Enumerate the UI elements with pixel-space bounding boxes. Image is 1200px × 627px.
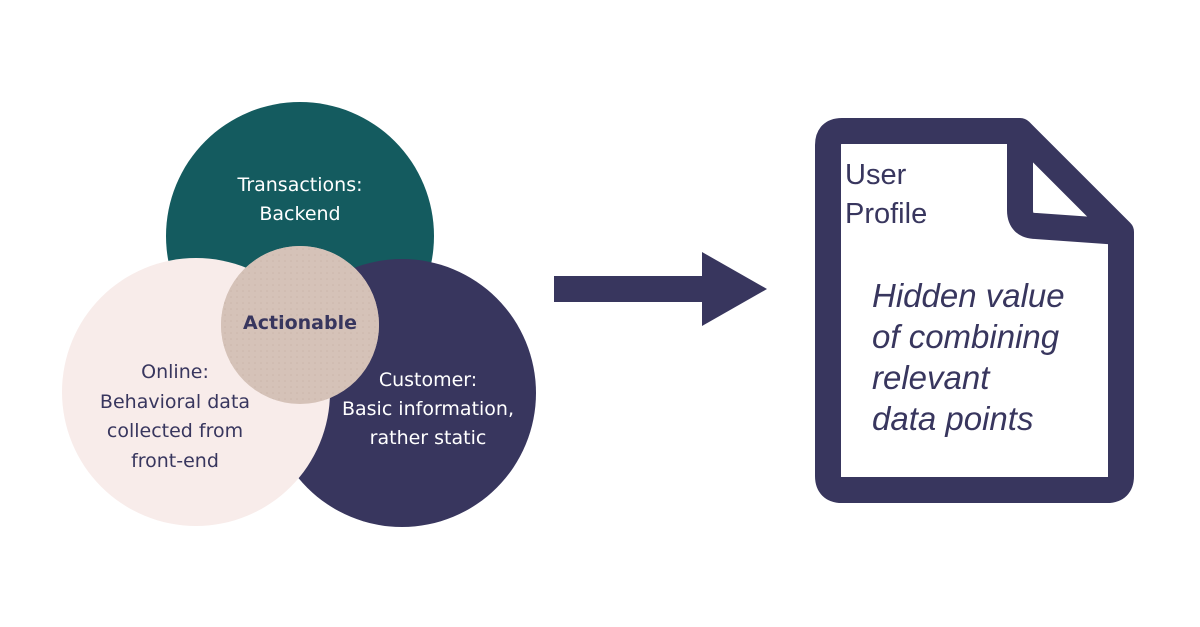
document-title-line1: User	[845, 159, 907, 191]
online-label-line4: front-end	[131, 450, 219, 472]
document-body-line4: data points	[872, 400, 1033, 437]
document-body-line1: Hidden value	[872, 277, 1065, 314]
document-body-line2: of combining	[872, 318, 1060, 355]
customer-label-line3: rather static	[370, 427, 487, 449]
customer-label-line2: Basic information,	[342, 398, 514, 420]
transactions-label-title: Transactions:	[237, 174, 363, 196]
document-body-line3: relevant	[872, 359, 991, 396]
online-label-line2: Behavioral data	[100, 391, 250, 413]
right-arrow-icon	[554, 252, 767, 326]
transactions-label-desc: Backend	[259, 203, 340, 225]
user-profile-document-icon	[815, 118, 1134, 503]
online-label-line3: collected from	[107, 420, 243, 442]
actionable-intersection	[221, 246, 379, 404]
online-label-title: Online:	[141, 361, 209, 383]
actionable-label: Actionable	[243, 312, 357, 334]
document-title-line2: Profile	[845, 198, 927, 230]
customer-label-title: Customer:	[379, 369, 477, 391]
